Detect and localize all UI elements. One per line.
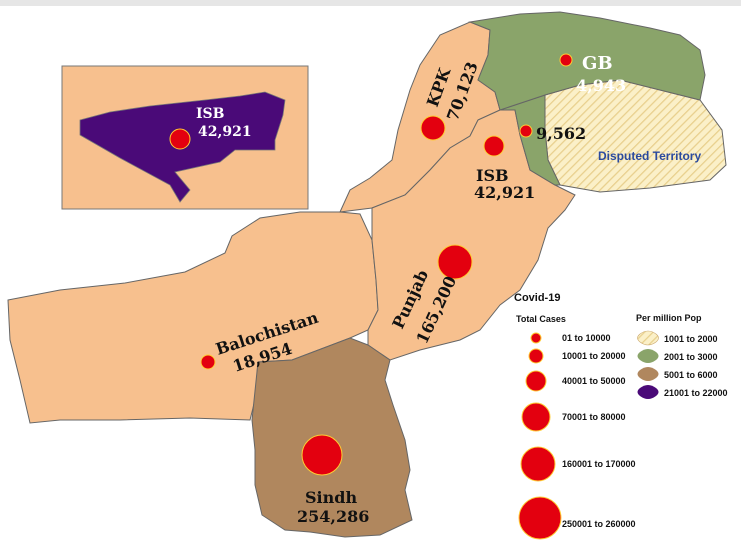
legend-cases-header: Total Cases: [516, 314, 566, 324]
marker-balochistan: [200, 354, 216, 370]
legend-pop-label-2: 2001 to 3000: [664, 352, 718, 362]
label-isb-value: 42,921: [474, 183, 535, 202]
marker-gb: [559, 53, 573, 67]
inset-label-isb-name: ISB: [196, 106, 225, 122]
legend-case-label-2: 10001 to 20000: [562, 351, 626, 361]
legend-case-marker-1: [530, 332, 542, 344]
legend-pop-label-3: 5001 to 6000: [664, 370, 718, 380]
marker-sindh: [301, 434, 343, 476]
legend-case-label-3: 40001 to 50000: [562, 376, 626, 386]
label-sindh-value: 254,286: [297, 507, 369, 526]
legend-case-marker-2: [528, 348, 544, 364]
marker-kpk: [420, 115, 446, 141]
label-ajk-value: 9,562: [536, 124, 586, 143]
legend-case-marker-5: [520, 446, 556, 482]
label-sindh-name: Sindh: [305, 488, 357, 507]
legend-swatch-2001-3000: [637, 349, 659, 363]
legend-swatch-21001-22000: [637, 385, 659, 399]
top-shadow: [0, 0, 741, 6]
label-gb-name: GB: [582, 53, 613, 74]
legend-case-label-6: 250001 to 260000: [562, 519, 636, 529]
label-disputed: Disputed Territory: [598, 149, 701, 163]
legend-case-label-1: 01 to 10000: [562, 333, 611, 343]
marker-isb: [483, 135, 505, 157]
legend-pop-label-4: 21001 to 22000: [664, 388, 728, 398]
case-markers: [169, 53, 573, 476]
legend-case-marker-4: [521, 402, 551, 432]
legend-case-label-4: 70001 to 80000: [562, 412, 626, 422]
legend-pop-header: Per million Pop: [636, 313, 702, 323]
label-isb-name: ISB: [476, 166, 509, 185]
marker-punjab: [437, 244, 473, 280]
legend: Covid-19 Total Cases Per million Pop 01 …: [514, 292, 728, 540]
region-gb: [468, 11, 706, 111]
label-gb-value: 4,943: [576, 76, 626, 95]
legend-pop-label-1: 1001 to 2000: [664, 334, 718, 344]
legend-swatch-1001-2000: [637, 330, 659, 346]
region-punjab: [367, 109, 576, 361]
legend-case-label-5: 160001 to 170000: [562, 459, 636, 469]
inset-label-isb-value: 42,921: [198, 124, 252, 140]
legend-case-marker-3: [525, 370, 547, 392]
marker-inset-isb: [169, 128, 191, 150]
marker-ajk: [519, 124, 533, 138]
legend-case-marker-6: [518, 496, 562, 540]
legend-swatch-5001-6000: [637, 367, 659, 381]
legend-title: Covid-19: [514, 292, 560, 304]
